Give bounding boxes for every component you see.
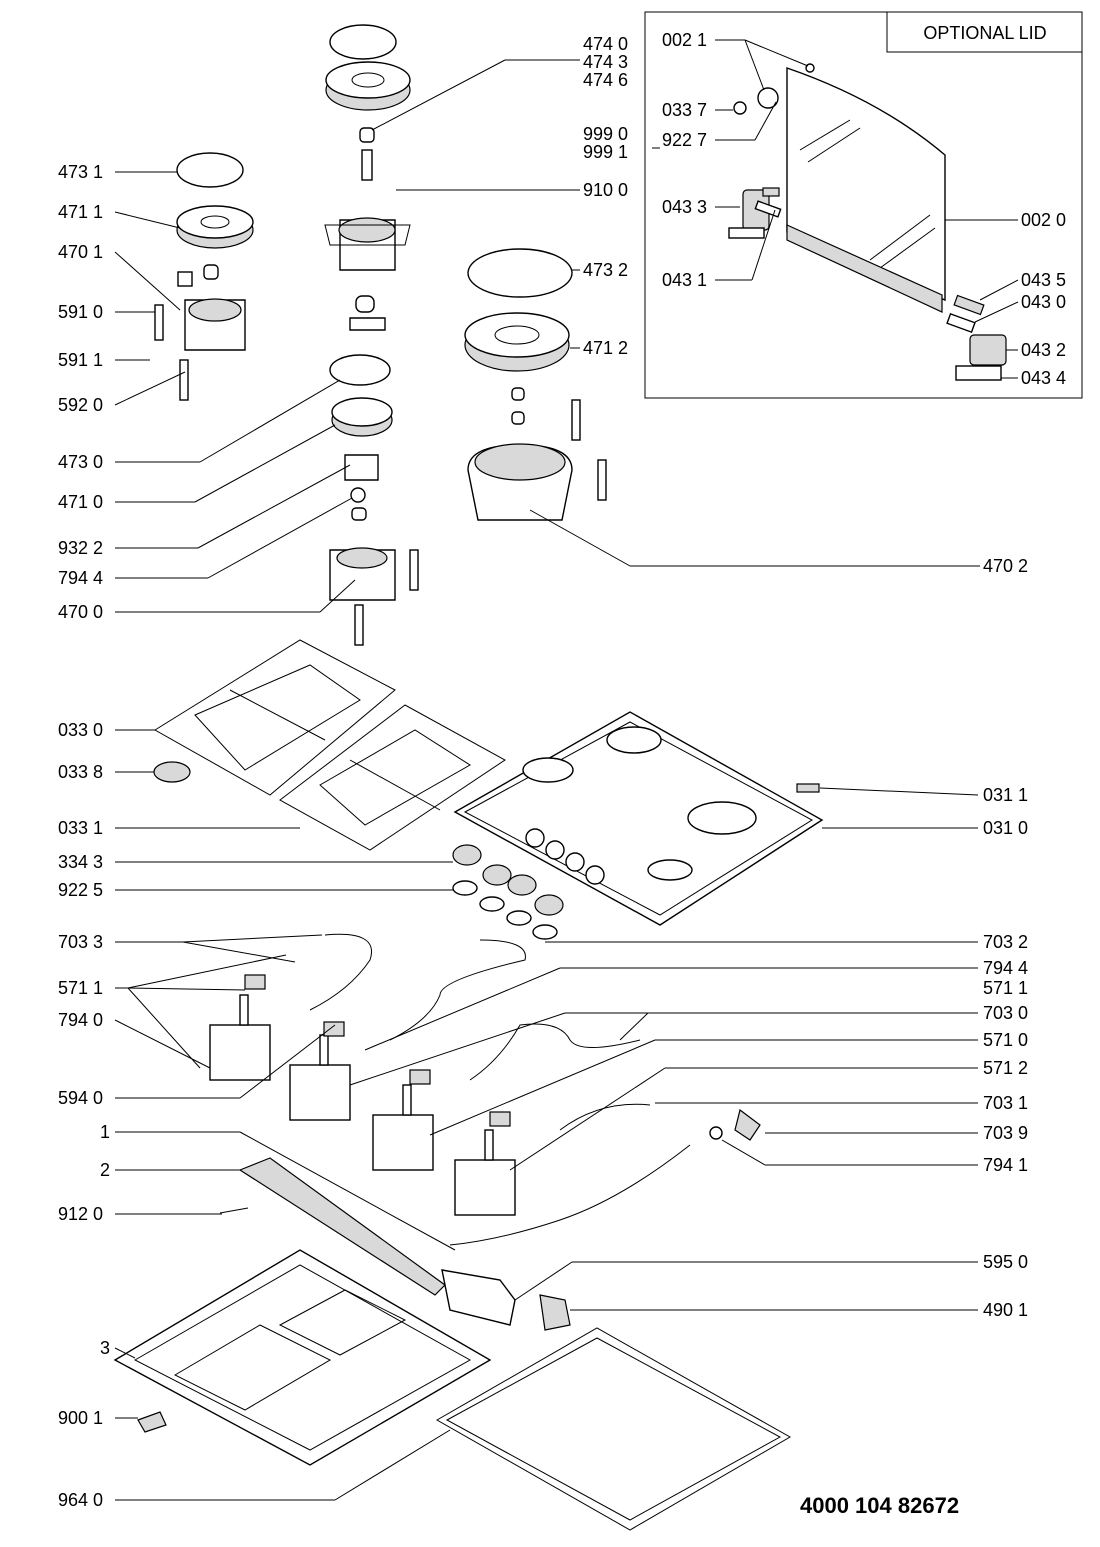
label-900-1: 900 1: [58, 1408, 103, 1428]
label-043-2: 043 2: [1021, 340, 1066, 360]
gas-pipes: [309, 933, 761, 1246]
label-334-3: 334 3: [58, 852, 103, 872]
label-031-1: 031 1: [983, 785, 1028, 805]
label-470-2: 470 2: [983, 556, 1028, 576]
label-471-0: 471 0: [58, 492, 103, 512]
label-473-1: 473 1: [58, 162, 103, 182]
label-703-0: 703 0: [983, 1003, 1028, 1023]
label-490-1: 490 1: [983, 1300, 1028, 1320]
label-571-2: 571 2: [983, 1058, 1028, 1078]
label-474-3: 474 3: [583, 52, 628, 72]
part-labels: 474 0 474 3 474 6 999 0 999 1 473 1 471 …: [58, 30, 1066, 1518]
base-tray: [113, 1249, 492, 1466]
label-571-0: 571 0: [983, 1030, 1028, 1050]
ignition-module: [441, 1269, 571, 1331]
label-910-0: 910 0: [583, 180, 628, 200]
label-794-0: 794 0: [58, 1010, 103, 1030]
label-703-9: 703 9: [983, 1123, 1028, 1143]
label-2: 2: [100, 1160, 110, 1180]
label-794-4-top: 794 4: [58, 568, 103, 588]
burner-left: [154, 152, 254, 401]
label-571-1-right: 571 1: [983, 978, 1028, 998]
seal-gasket: [435, 1327, 792, 1531]
pan-support-left: [154, 639, 396, 796]
label-470-1: 470 1: [58, 242, 103, 262]
label-592-0: 592 0: [58, 395, 103, 415]
gas-tap-4: [454, 1111, 516, 1216]
label-033-0: 033 0: [58, 720, 103, 740]
optional-lid-panel: OPTIONAL LID: [644, 11, 1083, 399]
burner-top-rear: [325, 24, 411, 181]
label-932-2: 932 2: [58, 538, 103, 558]
burner-cup-right-front: [324, 217, 411, 331]
label-474-0: 474 0: [583, 34, 628, 54]
label-043-3: 043 3: [662, 197, 707, 217]
control-knobs: [452, 844, 564, 940]
label-922-7: 922 7: [662, 130, 707, 150]
label-999-0: 999 0: [583, 124, 628, 144]
label-033-1: 033 1: [58, 818, 103, 838]
label-002-0: 002 0: [1021, 210, 1066, 230]
label-033-7: 033 7: [662, 100, 707, 120]
gas-tap-1: [209, 974, 271, 1081]
burner-center-small: [329, 354, 419, 646]
hob-top-panel: [453, 711, 824, 926]
label-999-1: 999 1: [583, 142, 628, 162]
leader-lines: [114, 39, 1019, 1501]
label-571-1-left: 571 1: [58, 978, 103, 998]
label-964-0: 964 0: [58, 1490, 103, 1510]
label-594-0: 594 0: [58, 1088, 103, 1108]
lid-hinges: [728, 63, 1007, 381]
label-912-0: 912 0: [58, 1204, 103, 1224]
label-703-2: 703 2: [983, 932, 1028, 952]
label-703-3: 703 3: [58, 932, 103, 952]
label-591-1: 591 1: [58, 350, 103, 370]
burner-right-large: [464, 248, 607, 521]
label-031-0: 031 0: [983, 818, 1028, 838]
label-703-1: 703 1: [983, 1093, 1028, 1113]
label-033-8: 033 8: [58, 762, 103, 782]
label-794-1: 794 1: [983, 1155, 1028, 1175]
label-922-5: 922 5: [58, 880, 103, 900]
optional-lid-title: OPTIONAL LID: [923, 23, 1046, 43]
document-number: 4000 104 82672: [800, 1493, 959, 1518]
label-473-2: 473 2: [583, 260, 628, 280]
label-471-2: 471 2: [583, 338, 628, 358]
label-3: 3: [100, 1338, 110, 1358]
label-043-4: 043 4: [1021, 368, 1066, 388]
label-043-0: 043 0: [1021, 292, 1066, 312]
label-473-0: 473 0: [58, 452, 103, 472]
pan-support-right: [279, 704, 506, 851]
label-794-4-right: 794 4: [983, 958, 1028, 978]
glass-lid: [786, 67, 946, 313]
label-595-0: 595 0: [983, 1252, 1028, 1272]
label-043-1: 043 1: [662, 270, 707, 290]
label-471-1: 471 1: [58, 202, 103, 222]
label-591-0: 591 0: [58, 302, 103, 322]
label-470-0: 470 0: [58, 602, 103, 622]
rubber-foot: [153, 761, 191, 783]
label-002-1: 002 1: [662, 30, 707, 50]
label-1: 1: [100, 1122, 110, 1142]
gas-tap-3: [372, 1069, 434, 1171]
label-474-6: 474 6: [583, 70, 628, 90]
label-043-5: 043 5: [1021, 270, 1066, 290]
gas-tap-2: [289, 1021, 351, 1121]
